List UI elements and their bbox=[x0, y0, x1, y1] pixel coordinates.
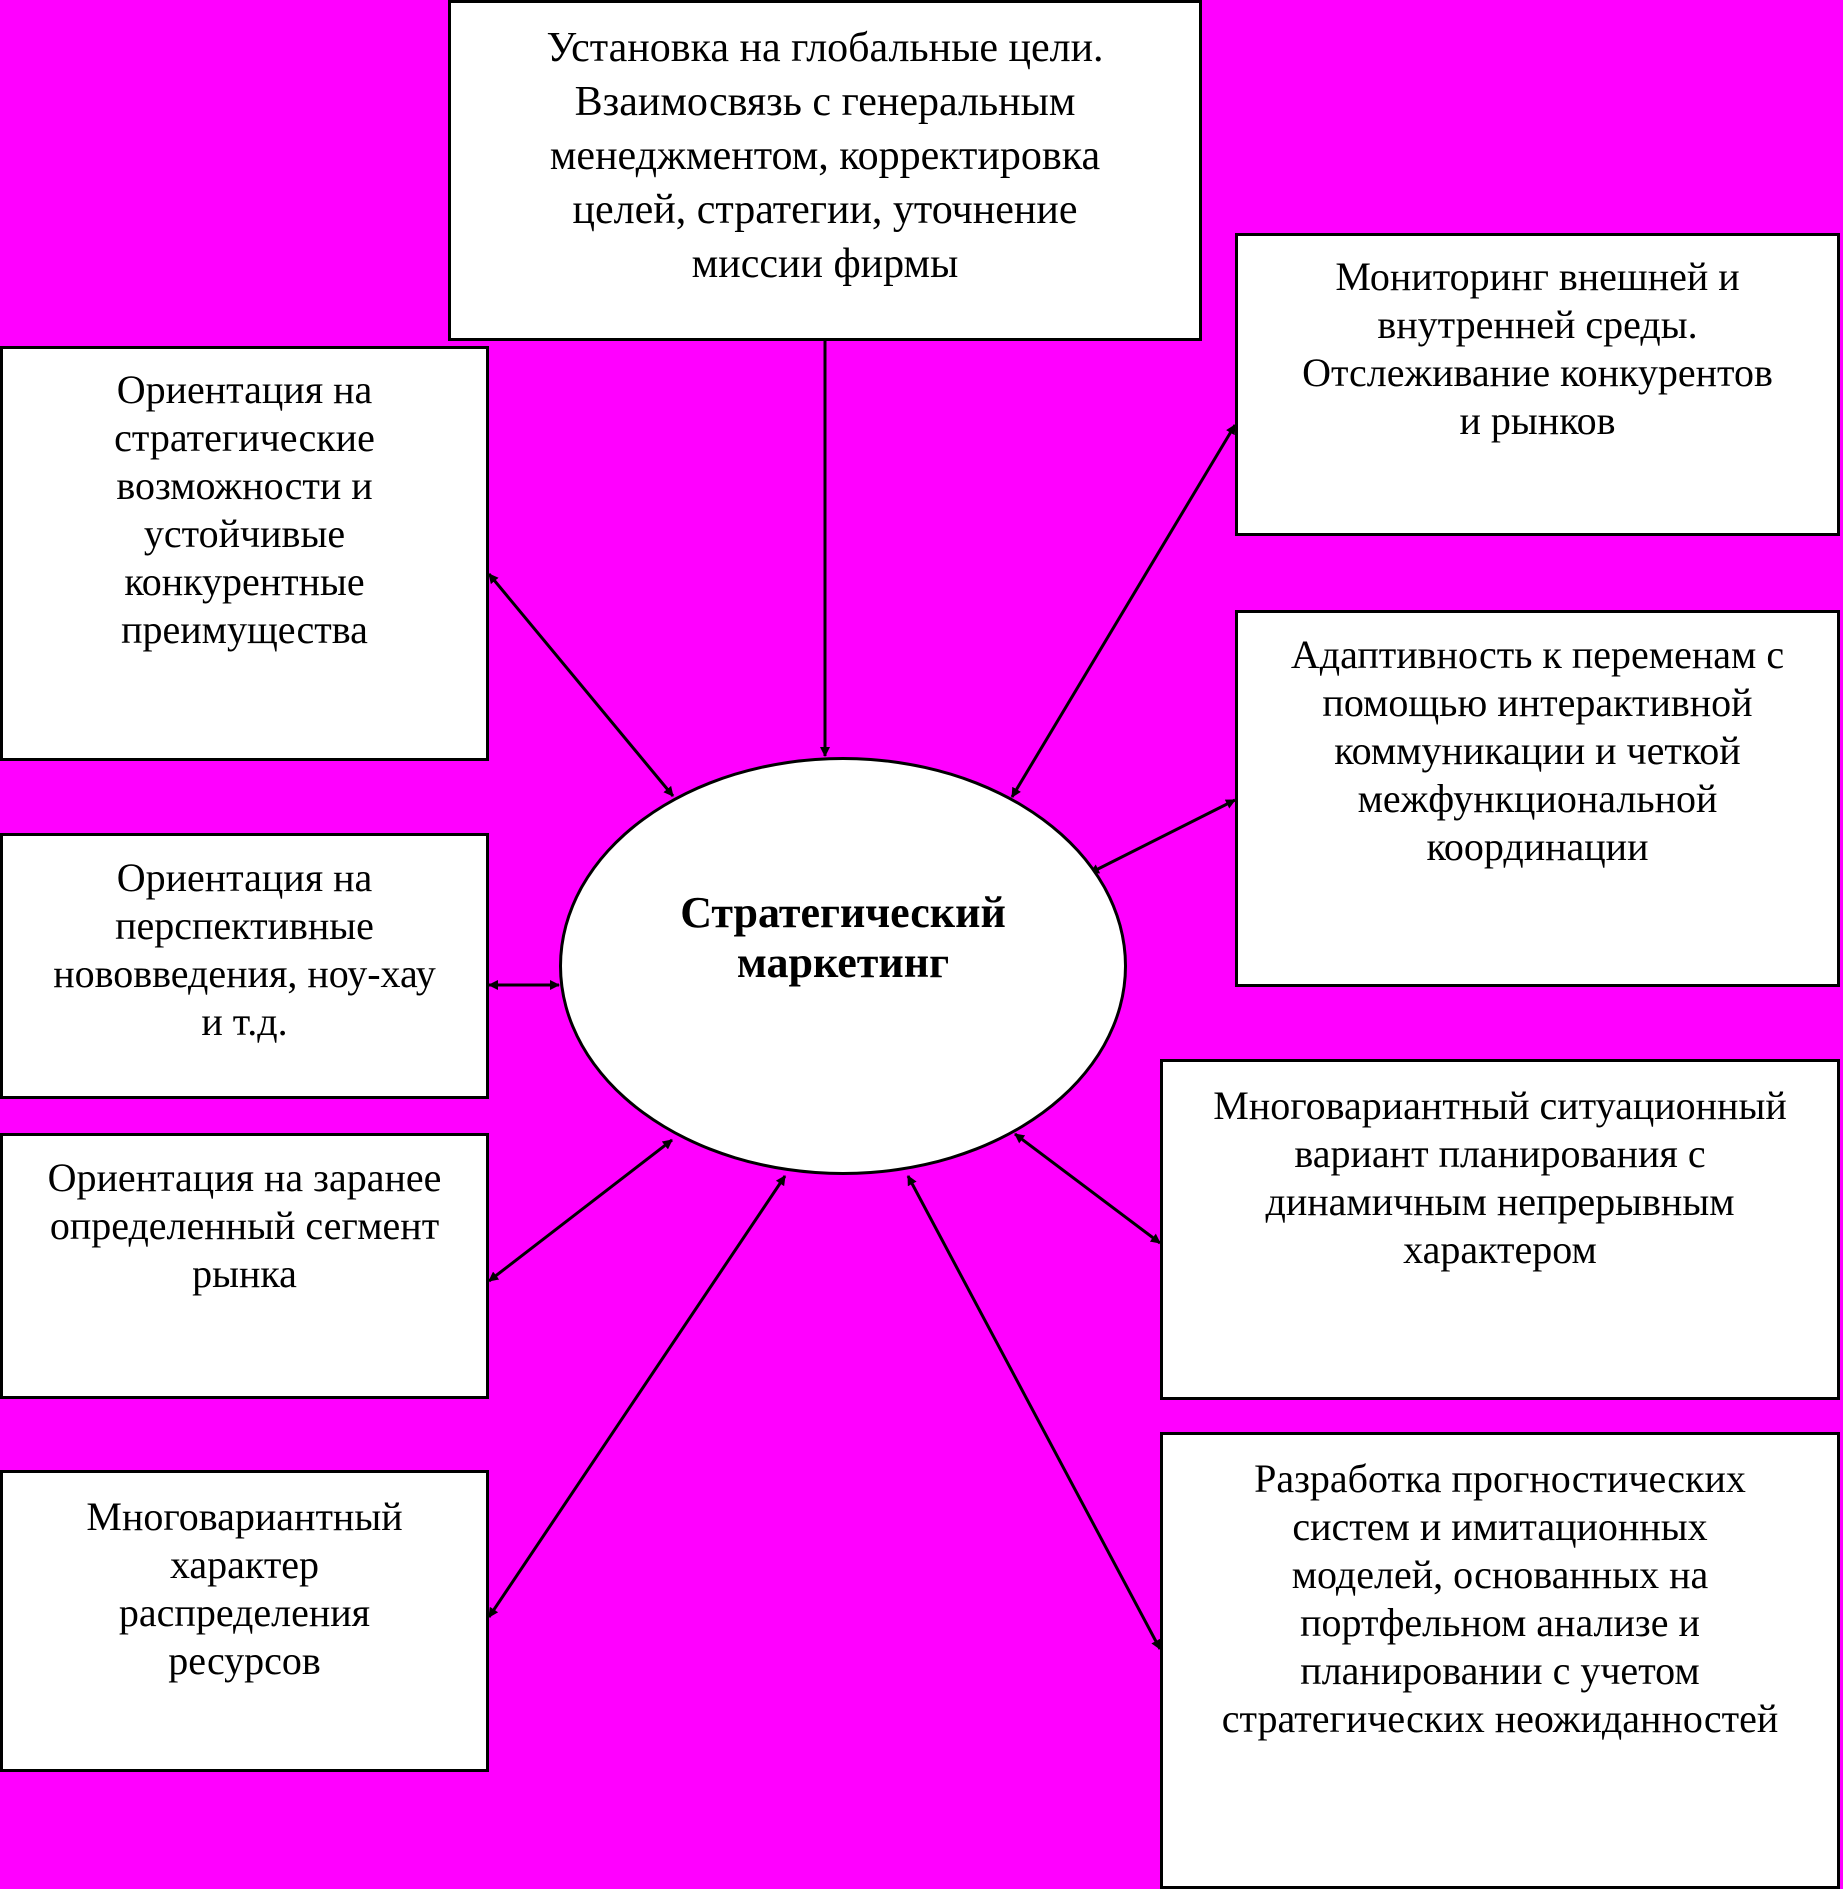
box-situational-planning: Многовариантный ситуационный вариант пла… bbox=[1160, 1059, 1840, 1400]
box-adaptivity-text: Адаптивность к переменам с помощью интер… bbox=[1290, 632, 1785, 869]
center-label: Стратегический маркетинг bbox=[680, 888, 1006, 987]
box-global-goals: Установка на глобальные цели. Взаимосвяз… bbox=[448, 0, 1202, 341]
box-market-segment-text: Ориентация на заранее определенный сегме… bbox=[47, 1155, 442, 1296]
arrow-left-1 bbox=[487, 573, 675, 797]
box-resource-allocation: Многовариантный характер распределения р… bbox=[0, 1470, 489, 1772]
arrow-right-2 bbox=[1089, 798, 1236, 875]
box-market-segment: Ориентация на заранее определенный сегме… bbox=[0, 1133, 489, 1399]
arrow-right-3 bbox=[1014, 1132, 1161, 1245]
arrow-right-4 bbox=[906, 1175, 1162, 1650]
box-situational-planning-text: Многовариантный ситуационный вариант пла… bbox=[1213, 1083, 1787, 1272]
box-resource-allocation-text: Многовариантный характер распределения р… bbox=[86, 1494, 403, 1683]
box-forecasting-systems: Разработка прогностических систем и имит… bbox=[1160, 1432, 1840, 1889]
box-environment-monitoring-text: Мониторинг внешней и внутренней среды. О… bbox=[1302, 254, 1773, 443]
arrow-left-4 bbox=[487, 1175, 787, 1618]
box-global-goals-text: Установка на глобальные цели. Взаимосвяз… bbox=[546, 25, 1104, 287]
center-ellipse: Стратегический маркетинг bbox=[559, 757, 1127, 1175]
box-forecasting-systems-text: Разработка прогностических систем и имит… bbox=[1221, 1456, 1779, 1741]
box-innovations: Ориентация на перспективные нововведения… bbox=[0, 833, 489, 1099]
box-innovations-text: Ориентация на перспективные нововведения… bbox=[53, 855, 436, 1044]
box-environment-monitoring: Мониторинг внешней и внутренней среды. О… bbox=[1235, 233, 1840, 536]
arrow-left-3 bbox=[488, 1138, 673, 1283]
box-strategic-opportunities: Ориентация на стратегические возможности… bbox=[0, 346, 489, 761]
box-adaptivity: Адаптивность к переменам с помощью интер… bbox=[1235, 610, 1840, 987]
box-strategic-opportunities-text: Ориентация на стратегические возможности… bbox=[114, 367, 375, 652]
arrow-right-1 bbox=[1010, 424, 1237, 798]
